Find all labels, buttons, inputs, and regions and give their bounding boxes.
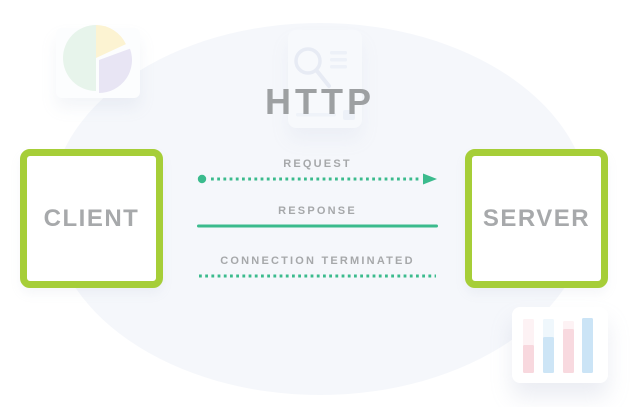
bar-chart-icon [523,318,593,373]
client-label: CLIENT [43,204,140,232]
client-node: CLIENT [20,149,163,288]
response-solid-line [197,224,438,228]
flow-connection-terminated-label: CONNECTION TERMINATED [220,255,415,267]
bar-chart-card [512,307,608,383]
page-title: HTTP [265,81,375,122]
search-icon [294,47,355,120]
pie-chart-icon [63,25,132,93]
flow-response-label: RESPONSE [278,205,357,217]
connection-terminated-dotted-line [199,274,436,278]
search-page-card [288,30,362,128]
flow-connection-terminated: CONNECTION TERMINATED [197,255,438,282]
server-label: SERVER [482,204,591,232]
request-dotted-arrow-line [197,173,437,185]
flow-request: REQUEST [197,158,438,185]
flow-response: RESPONSE [197,205,438,232]
flow-request-label: REQUEST [283,158,352,170]
server-node: SERVER [465,149,608,288]
